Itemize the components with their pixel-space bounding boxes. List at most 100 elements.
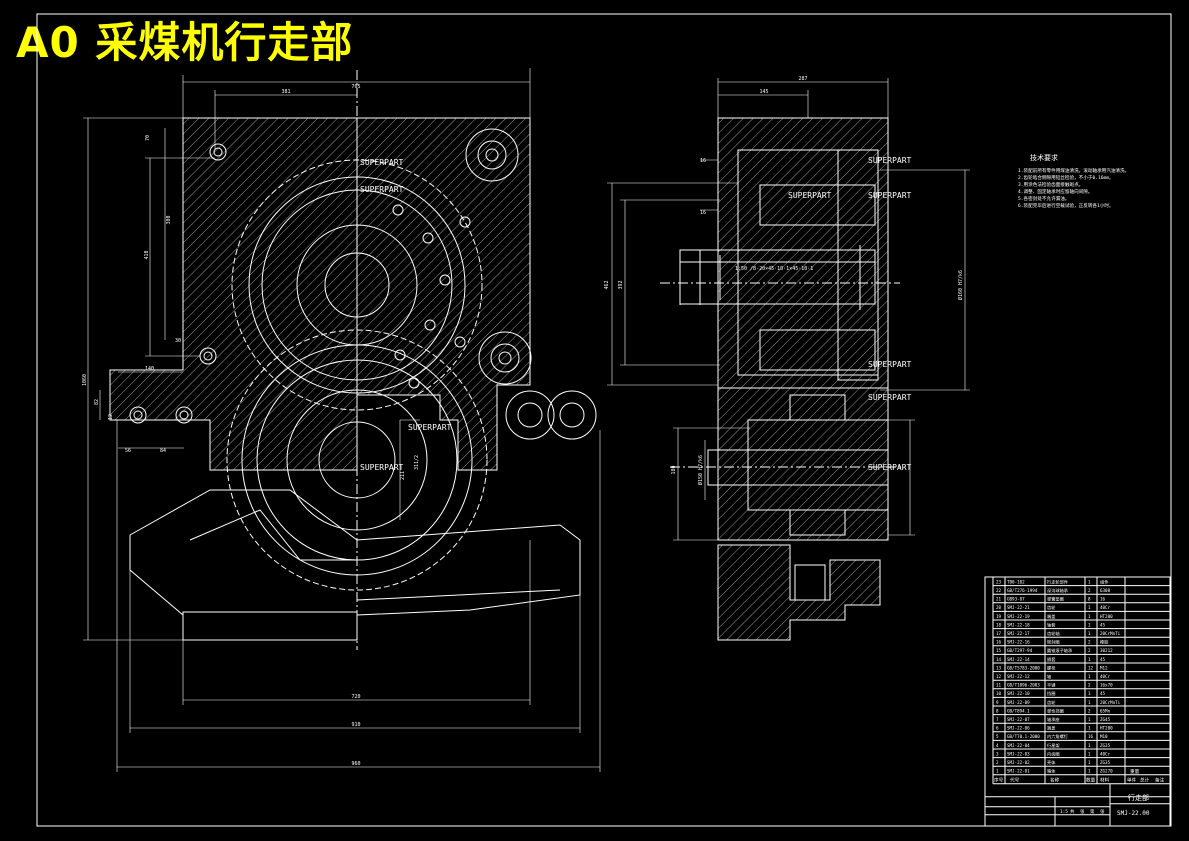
table-cell: 1: [1088, 614, 1091, 619]
table-cell: 20CrMnTi: [1100, 631, 1121, 636]
table-cell: 9: [996, 700, 999, 705]
table-cell: 1: [1088, 605, 1091, 610]
table-cell: 2: [1088, 683, 1091, 688]
table-cell: 1: [996, 769, 999, 774]
table-cell: GB/T894.1: [1007, 708, 1030, 713]
table-cell: 6308: [1100, 588, 1111, 593]
left-view: 705 381 720 910 960 1060 410 380 70 30 1…: [82, 68, 601, 772]
table-cell: SMJ-22-01: [1007, 769, 1030, 774]
table-cell: 2: [1088, 648, 1091, 653]
dim-left-small: 30: [175, 338, 181, 344]
table-cell: 65Mn: [1100, 708, 1111, 713]
scale-cell: 第: [1090, 808, 1095, 815]
table-cell: 隔套: [1047, 656, 1056, 663]
table-cell: 1: [1088, 769, 1091, 774]
table-cell: 2: [1088, 588, 1091, 593]
table-cell: 内齿圈: [1047, 750, 1060, 757]
tech-note-line: 5.各密封处不允许漏油。: [1018, 195, 1069, 202]
table-cell: GB/T297-94: [1007, 648, 1033, 653]
table-cell: 1: [1088, 760, 1091, 765]
tech-note-line: 4.调整、固定轴承时应留轴向间隙。: [1018, 188, 1092, 195]
table-cell: 壳体: [1047, 759, 1056, 766]
table-cell: SMJ-22-09: [1007, 700, 1030, 705]
table-cell: 弹簧垫圈: [1047, 596, 1064, 603]
table-cell: 45: [1100, 657, 1106, 662]
table-cell: HT200: [1100, 614, 1113, 619]
table-cell: 1: [1088, 674, 1091, 679]
table-cell: HT200: [1100, 726, 1113, 731]
table-header-cell: 总计: [1140, 776, 1150, 783]
table-cell: SMJ-22-10: [1007, 691, 1030, 696]
dim-right-inner-h: 392: [618, 280, 624, 289]
left-base: [129, 489, 581, 641]
table-cell: 轴套: [1047, 621, 1056, 628]
left-housing-side: [109, 117, 358, 471]
dim-left-12: 12: [108, 414, 114, 420]
superpart-label: SUPERPART: [360, 463, 404, 472]
table-cell: ZG35: [1100, 743, 1111, 748]
table-cell: 8: [996, 708, 999, 713]
dim-left-top: 70: [145, 135, 151, 141]
table-cell: 平键: [1047, 682, 1056, 689]
table-cell: 17: [996, 631, 1002, 636]
table-header-cell: 名称: [1050, 776, 1060, 783]
tech-note-line: 2.齿轮啮合侧隙用铅丝检验，不小于0.16mm。: [1018, 174, 1114, 181]
table-cell: 10: [996, 691, 1002, 696]
table-cell: 深沟球轴承: [1047, 587, 1069, 594]
table-cell: SMJ-22-16: [1007, 640, 1030, 645]
table-cell: 螺栓: [1047, 664, 1056, 671]
table-cell: 轴承座: [1047, 716, 1060, 723]
table-cell: GB/T70.1-2000: [1007, 734, 1040, 739]
table-cell: 21: [996, 597, 1002, 602]
table-cell: SMJ-22-18: [1007, 622, 1030, 627]
table-cell: 2: [996, 760, 999, 765]
table-cell: 20: [996, 605, 1002, 610]
table-cell: 端盖: [1047, 725, 1055, 732]
table-cell: 40Cr: [1100, 751, 1111, 756]
table-cell: 12: [1088, 665, 1094, 670]
table-cell: SMJ-22-21: [1007, 605, 1030, 610]
table-cell: 45: [1100, 622, 1106, 627]
scale-cell: 1:5: [1060, 809, 1068, 815]
table-cell: M10: [1100, 734, 1108, 739]
table-cell: 15: [996, 648, 1002, 653]
drawing-title: A0 采煤机行走部: [16, 18, 354, 67]
table-header-cell: 数量: [1086, 776, 1096, 783]
superpart-label: SUPERPART: [360, 158, 404, 167]
table-cell: SMJ-22-14: [1007, 657, 1030, 662]
table-cell: 16x70: [1100, 683, 1113, 688]
superpart-label: SUPERPART: [408, 423, 452, 432]
table-cell: SMJ-22-19: [1007, 614, 1030, 619]
table-cell: 1: [1088, 743, 1091, 748]
dim-right-inner: 145: [759, 89, 768, 95]
superpart-label: SUPERPART: [360, 185, 404, 194]
sheet-border: [36, 13, 1172, 827]
table-cell: SMJ-22-02: [1007, 760, 1030, 765]
table-cell: SMJ-22-06: [1007, 726, 1030, 731]
tech-notes-heading: 技术要求: [1030, 153, 1058, 162]
dim-left-140: 140: [145, 366, 154, 372]
dim-right-fit: Ø160 H7/k6: [957, 270, 964, 300]
table-cell: 23: [996, 579, 1002, 584]
table-cell: 密封圈: [1047, 639, 1060, 646]
table-cell: 1: [1088, 657, 1091, 662]
table-cell: 内六角螺钉: [1047, 733, 1069, 740]
superpart-label: SUPERPART: [868, 393, 912, 402]
table-cell: 2: [1088, 640, 1091, 645]
shaft-spec: 1:50 /8-20×45·10·1×45·10·1: [735, 266, 813, 272]
dim-right-lower-fit: Ø150 H7/k6: [697, 455, 704, 485]
dim-right-overall: 462: [604, 280, 610, 289]
dim-right-16b: 16: [700, 210, 706, 216]
bolt-holes-upper: [392, 204, 471, 389]
table-cell: ZG35: [1100, 760, 1111, 765]
table-cell: 2: [1088, 708, 1091, 713]
right-housing: [717, 117, 889, 389]
table-cell: 组件: [1100, 578, 1108, 585]
superpart-label: SUPERPART: [868, 191, 912, 200]
table-cell: 8: [1088, 597, 1091, 602]
table-cell: 箱体: [1047, 768, 1056, 775]
table-cell: M12: [1100, 665, 1108, 670]
table-cell: 1: [1088, 691, 1091, 696]
dim-left-mid: 380: [166, 215, 172, 224]
